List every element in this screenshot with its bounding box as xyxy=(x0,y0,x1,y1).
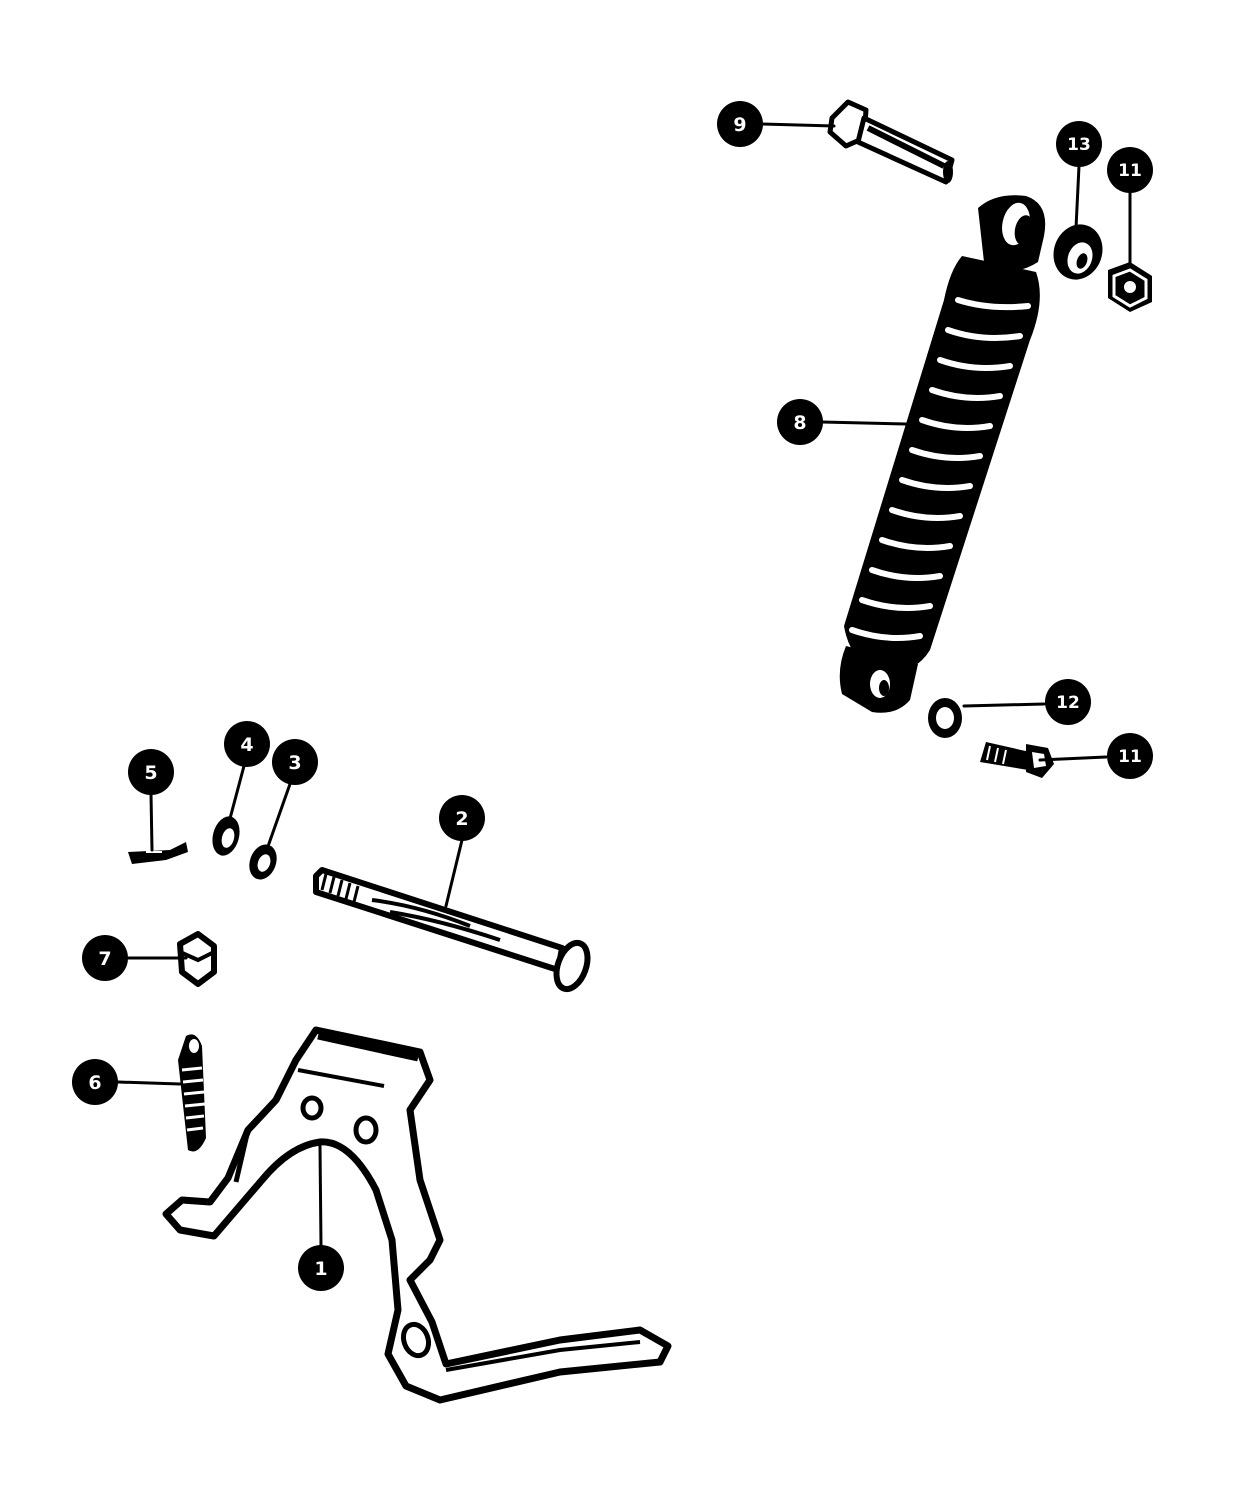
callout-1: 1 xyxy=(298,1245,344,1291)
part-12-washer xyxy=(928,698,962,738)
svg-text:9: 9 xyxy=(733,114,746,136)
part-9-bolt xyxy=(827,99,955,185)
svg-text:11: 11 xyxy=(1118,747,1142,767)
part-5-clip xyxy=(128,842,188,864)
callout-6: 6 xyxy=(72,1059,118,1105)
part-3-washer xyxy=(249,844,277,880)
svg-text:12: 12 xyxy=(1056,693,1080,713)
svg-text:13: 13 xyxy=(1067,135,1091,155)
callout-9: 9 xyxy=(717,101,763,147)
svg-text:6: 6 xyxy=(88,1072,101,1094)
callout-12: 12 xyxy=(1045,679,1091,725)
part-2-axle-shaft xyxy=(313,867,591,993)
svg-text:11: 11 xyxy=(1118,161,1142,181)
svg-text:8: 8 xyxy=(793,412,806,434)
callout-3: 3 xyxy=(272,739,318,785)
part-7-nut xyxy=(177,931,217,987)
svg-text:4: 4 xyxy=(240,734,253,756)
callout-13: 13 xyxy=(1056,121,1102,167)
callout-7: 7 xyxy=(82,935,128,981)
callout-2: 2 xyxy=(439,795,485,841)
part-6-spring xyxy=(178,1034,206,1152)
svg-text:7: 7 xyxy=(98,948,111,970)
part-13-bushing xyxy=(1053,224,1103,280)
callout-8: 8 xyxy=(777,399,823,445)
svg-text:5: 5 xyxy=(144,762,157,784)
callout-5: 5 xyxy=(128,749,174,795)
part-8-shock-absorber xyxy=(839,195,1046,713)
svg-text:3: 3 xyxy=(288,752,301,774)
part-1-center-stand xyxy=(162,1026,672,1404)
leader-lines xyxy=(116,122,1132,1248)
part-4-washer xyxy=(212,816,240,856)
callout-11-top: 11 xyxy=(1107,147,1153,193)
part-11-nut-top xyxy=(1108,262,1152,312)
svg-text:2: 2 xyxy=(455,808,468,830)
callout-4: 4 xyxy=(224,721,270,767)
svg-text:1: 1 xyxy=(314,1258,327,1280)
callout-11-bottom: 11 xyxy=(1107,733,1153,779)
